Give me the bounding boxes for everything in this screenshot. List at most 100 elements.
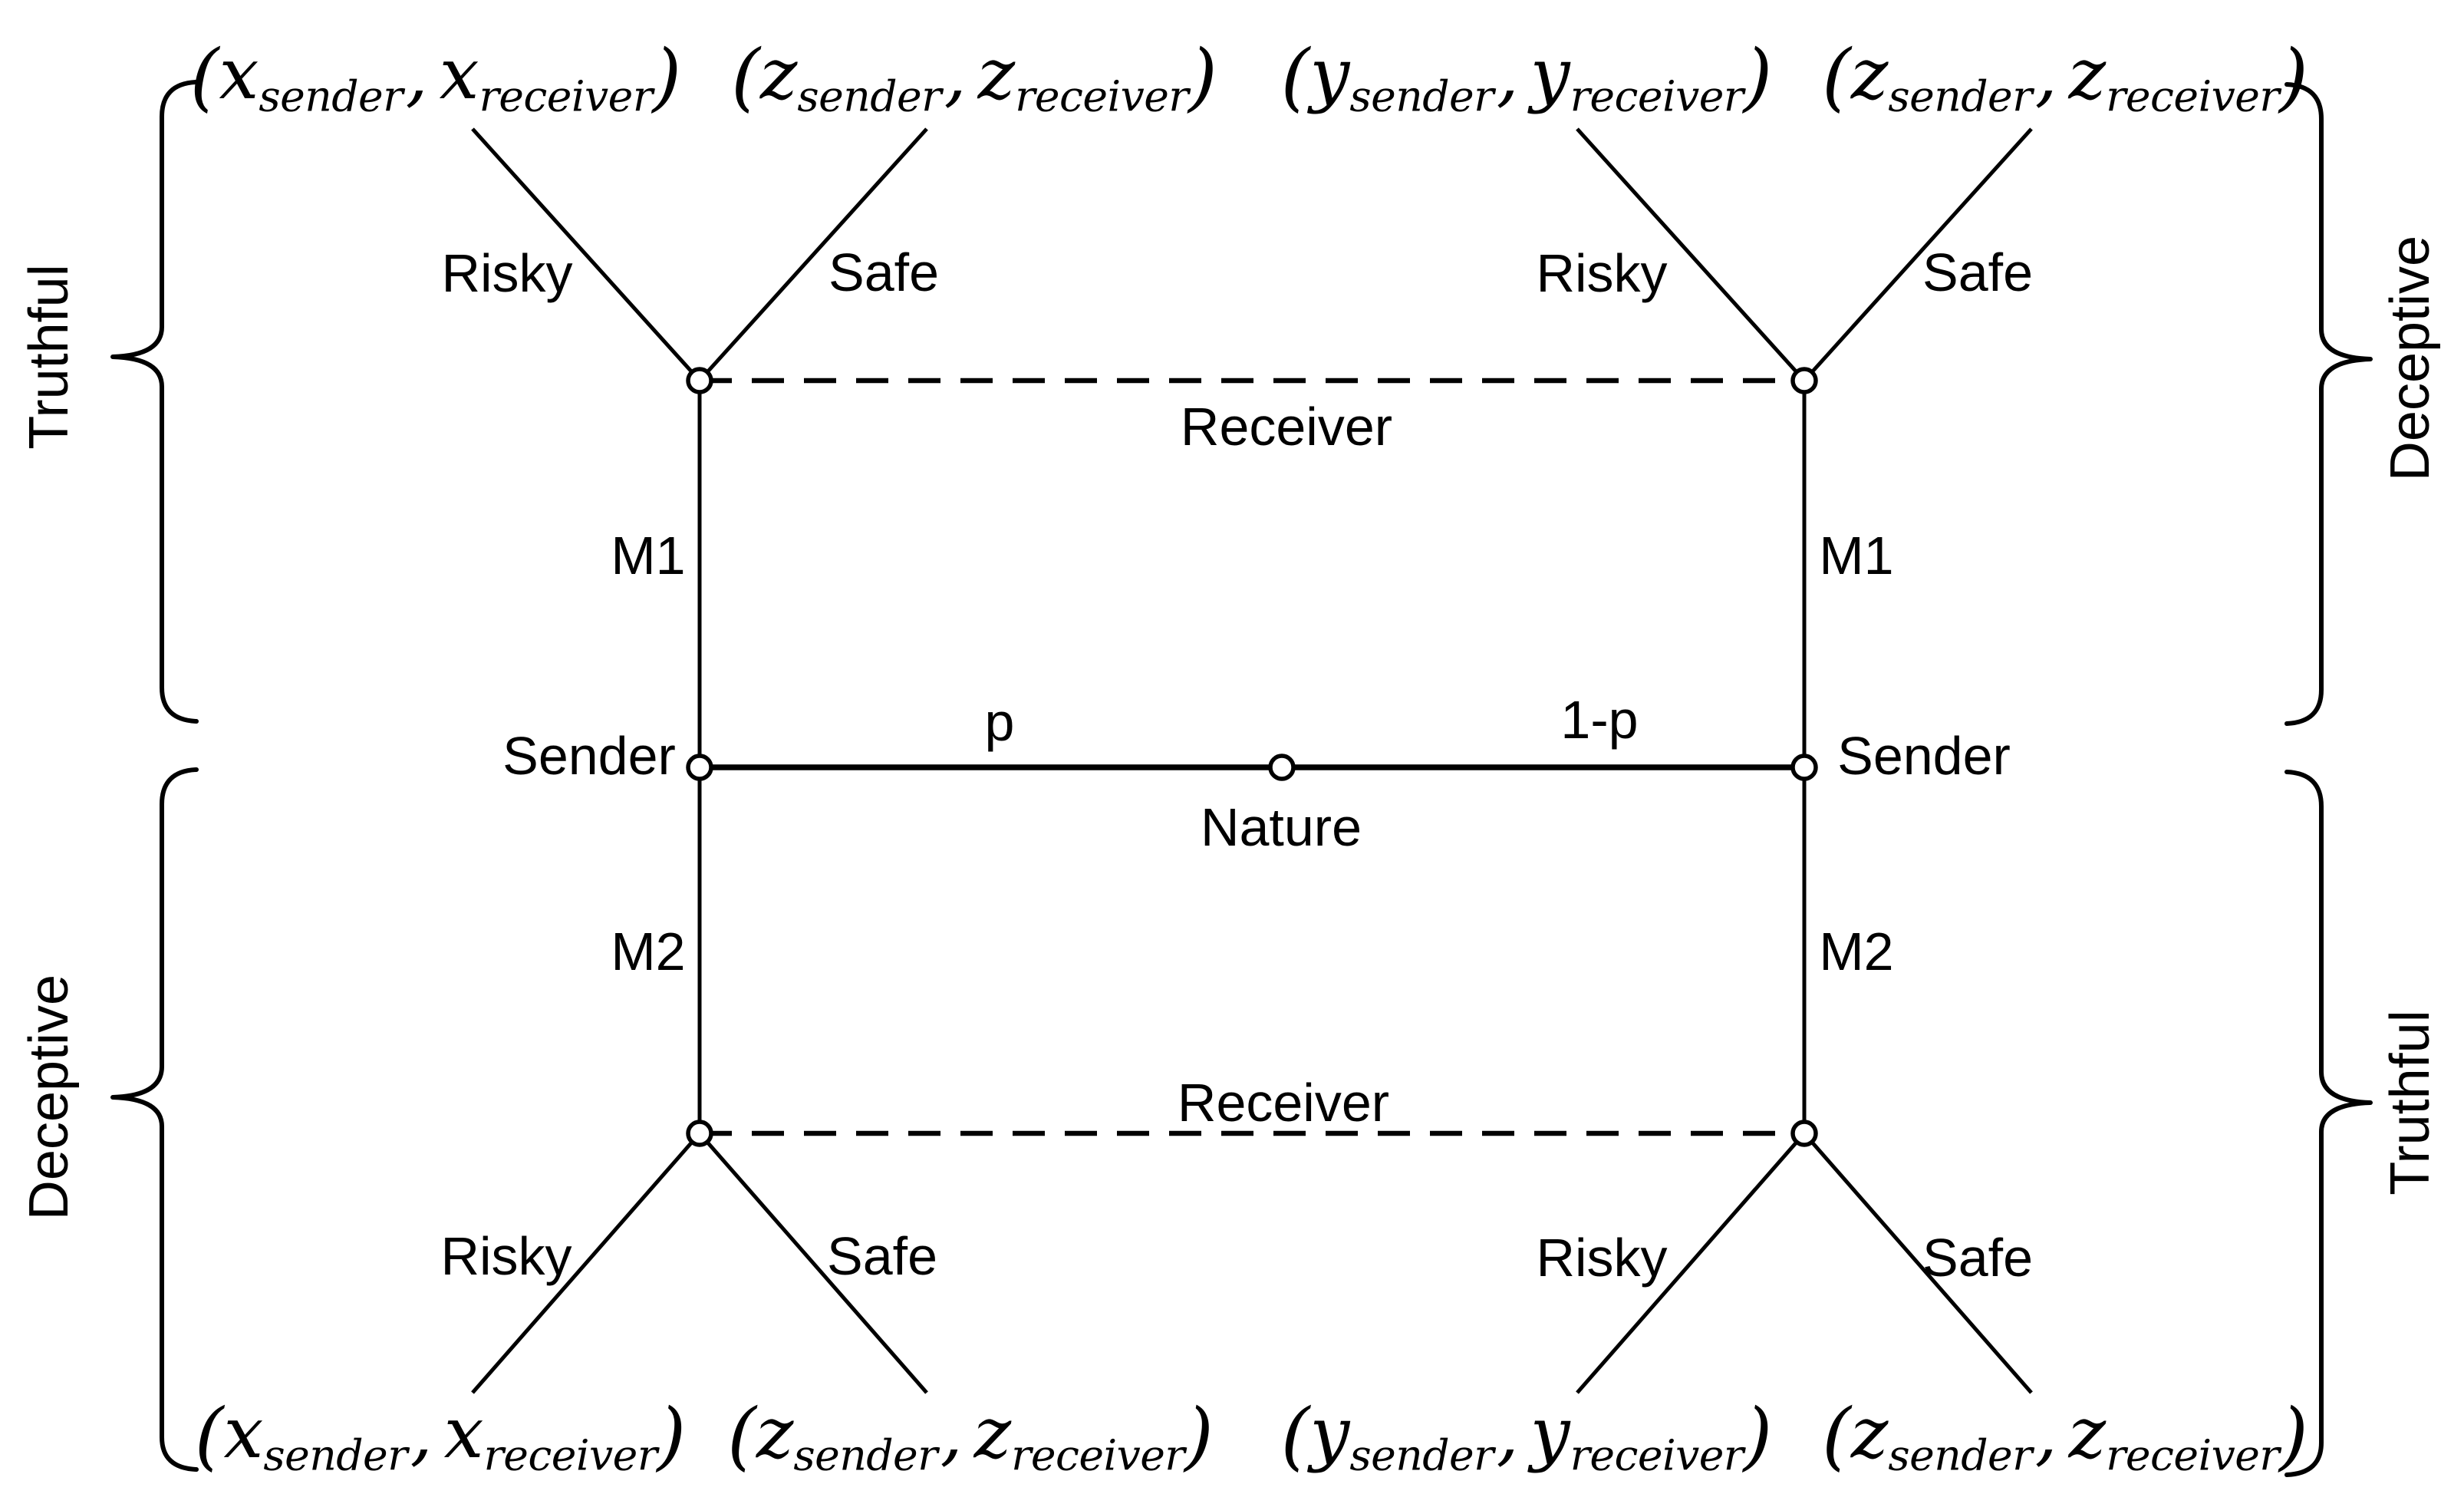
payoff-top-right: (zsender,zreceiver) [1822,39,2308,119]
payoff-var-2: y [1530,1392,1570,1475]
close-paren: ) [1743,1391,1773,1479]
payoff-bottom-middle-right: (ysender,yreceiver) [1281,1398,1773,1478]
payoff-bottom-middle-left: (zsender,zreceiver) [727,1398,1214,1478]
open-paren: ( [731,32,760,120]
payoff-sub-2: receiver [1015,72,1189,122]
payoff-var-2: z [973,1392,1012,1475]
comma: , [405,33,428,116]
close-paren: ) [657,1391,687,1479]
payoff-sub-1: sender [1349,1431,1494,1481]
payoff-sub-1: sender [1888,72,2032,122]
action-label-safe-bottom-left: Safe [827,1226,937,1286]
action-label-risky-bottom-right: Risky [1536,1228,1668,1288]
payoff-sub-2: receiver [2106,72,2280,122]
probability-label-p: p [984,692,1015,752]
receiver-label-top: Receiver [1180,397,1393,457]
brace-deceptive-left [110,767,199,1472]
receiver-node-top-right [1790,367,1818,394]
open-paren: ( [194,1391,224,1479]
receiver-node-top-left [686,367,713,394]
payoff-sub-1: sender [797,72,941,122]
comma: , [1496,33,1519,116]
comma: , [2034,1392,2057,1475]
payoff-var-1: z [756,1392,794,1475]
payoff-var-2: z [977,33,1016,116]
action-label-safe-top-right: Safe [1922,242,2033,302]
nature-label: Nature [1200,797,1362,857]
payoff-var-1: x [219,33,259,116]
comma: , [1496,1392,1519,1475]
payoff-var-2: z [2068,33,2107,116]
action-edge-safe-bottom-right [1803,1132,2033,1394]
payoff-var-2: y [1530,33,1570,116]
open-paren: ( [727,1391,756,1479]
action-label-safe-top-left: Safe [828,242,939,302]
comma: , [2034,33,2057,116]
payoff-var-1: y [1309,33,1350,116]
payoff-var-1: z [759,33,798,116]
sender-label-right: Sender [1837,726,2011,786]
probability-label-1-p: 1-p [1560,690,1639,750]
payoff-bottom-left: (xsender,xreceiver) [195,1398,686,1478]
open-paren: ( [1280,32,1310,120]
payoff-var-2: x [439,33,479,116]
payoff-var-1: z [1850,33,1889,116]
comma: , [944,33,967,116]
payoff-sub-2: receiver [1570,1431,1744,1481]
action-edge-risky-top-left [471,127,701,382]
action-edge-safe-top-right [1803,127,2033,382]
close-paren: ) [652,32,682,120]
comma: , [410,1392,433,1475]
close-paren: ) [2279,32,2308,120]
payoff-sub-1: sender [1349,72,1494,122]
strategy-label-truthful-right: Truthful [2380,1010,2441,1196]
action-edge-risky-bottom-left [471,1132,701,1394]
receiver-node-bottom-right [1790,1120,1818,1147]
strategy-label-deceptive-left: Deceptive [18,974,80,1221]
payoff-var-2: x [443,1392,484,1475]
strategy-label-truthful-left: Truthful [18,264,80,450]
open-paren: ( [189,32,219,120]
sender-node-right [1790,754,1818,781]
payoff-sub-2: receiver [479,72,653,122]
comma: , [940,1392,963,1475]
open-paren: ( [1822,1391,1851,1479]
payoff-bottom-right: (zsender,zreceiver) [1822,1398,2308,1478]
payoff-top-middle-left: (zsender,zreceiver) [731,39,1217,119]
receiver-node-bottom-left [686,1120,713,1147]
action-label-safe-bottom-right: Safe [1922,1228,2033,1288]
nature-node [1268,754,1296,781]
message-label-m1-left: M1 [611,526,686,585]
brace-truthful-right [2284,770,2373,1477]
payoff-var-1: x [223,1392,264,1475]
payoff-sub-1: sender [793,1431,937,1481]
sender-node-left [686,754,713,781]
action-edge-safe-bottom-left [698,1132,928,1394]
strategy-label-deceptive-right: Deceptive [2380,235,2441,482]
payoff-sub-2: receiver [2106,1431,2280,1481]
brace-deceptive-right [2284,82,2373,726]
action-label-risky-top-right: Risky [1536,243,1668,303]
brace-truthful-left [110,80,199,724]
payoff-var-2: z [2068,1392,2107,1475]
payoff-sub-1: sender [1888,1431,2032,1481]
action-label-risky-top-left: Risky [441,243,573,303]
payoff-var-1: z [1850,1392,1889,1475]
action-label-risky-bottom-left: Risky [440,1226,572,1286]
close-paren: ) [2279,1391,2308,1479]
close-paren: ) [1188,32,1217,120]
payoff-sub-1: sender [259,72,403,122]
action-edge-risky-top-right [1576,127,1806,382]
close-paren: ) [1184,1391,1214,1479]
action-edge-safe-top-left [698,127,928,382]
open-paren: ( [1280,1391,1310,1479]
open-paren: ( [1822,32,1851,120]
payoff-sub-2: receiver [1011,1431,1185,1481]
payoff-sub-1: sender [263,1431,407,1481]
message-label-m2-right: M2 [1819,922,1894,981]
payoff-top-left: (xsender,xreceiver) [190,39,681,119]
payoff-var-1: y [1309,1392,1350,1475]
message-label-m2-left: M2 [611,922,686,981]
